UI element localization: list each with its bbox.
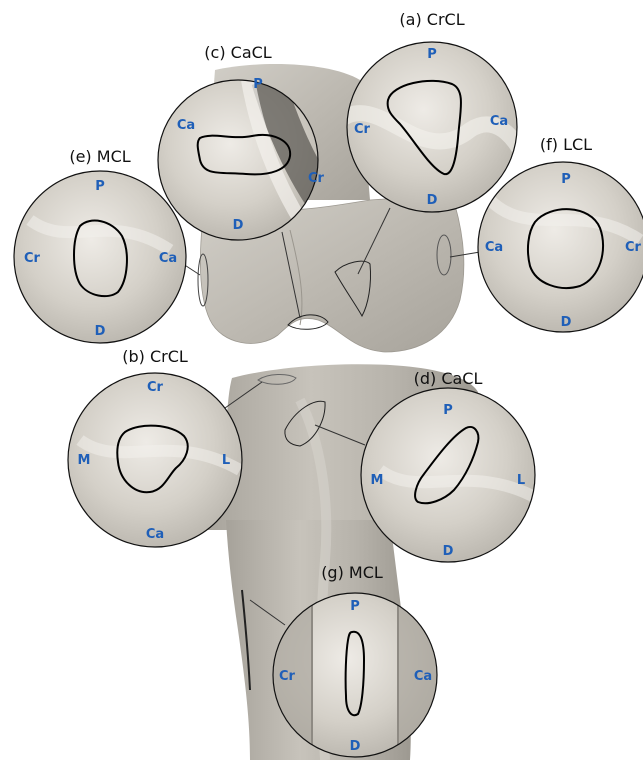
view-a-label-top: P xyxy=(427,47,437,62)
view-g-label-left: Cr xyxy=(279,669,296,684)
view-g-label-bottom: D xyxy=(350,739,361,754)
view-e-label-top: P xyxy=(95,179,105,194)
view-d-label-bottom: D xyxy=(443,544,454,559)
view-b-label-left: M xyxy=(78,453,91,468)
view-f-label-right: Cr xyxy=(625,240,642,255)
view-c-label-right: Cr xyxy=(308,171,325,186)
view-d-label-top: P xyxy=(443,403,453,418)
view-a-title: (a) CrCL xyxy=(399,10,464,29)
view-b-label-top: Cr xyxy=(147,380,164,395)
view-g-title: (g) MCL xyxy=(321,563,383,582)
view-a-label-bottom: D xyxy=(427,193,438,208)
view-e-label-left: Cr xyxy=(24,251,41,266)
view-c-label-bottom: D xyxy=(233,218,244,233)
view-d-label-right: L xyxy=(517,473,525,488)
view-c-label-left: Ca xyxy=(177,118,195,133)
view-g-label-top: P xyxy=(350,599,360,614)
view-b-label-right: L xyxy=(222,453,230,468)
view-f-label-bottom: D xyxy=(561,315,572,330)
view-e-label-bottom: D xyxy=(95,324,106,339)
view-b-label-bottom: Ca xyxy=(146,527,164,542)
view-d-title: (d) CaCL xyxy=(414,369,483,388)
view-f-title: (f) LCL xyxy=(540,135,592,154)
view-a-label-left: Cr xyxy=(354,122,371,137)
view-d-label-left: M xyxy=(371,473,384,488)
view-f-label-left: Ca xyxy=(485,240,503,255)
view-c-label-top: P xyxy=(253,77,263,92)
view-b-title: (b) CrCL xyxy=(122,347,188,366)
view-g-label-right: Ca xyxy=(414,669,432,684)
view-b: (b) CrCL Cr M L Ca xyxy=(68,347,242,547)
view-e-label-right: Ca xyxy=(159,251,177,266)
view-e-title: (e) MCL xyxy=(69,147,130,166)
view-a: (a) CrCL P Cr Ca D xyxy=(340,10,520,212)
view-c-title: (c) CaCL xyxy=(204,43,272,62)
view-a-label-right: Ca xyxy=(490,114,508,129)
view-f-label-top: P xyxy=(561,172,571,187)
